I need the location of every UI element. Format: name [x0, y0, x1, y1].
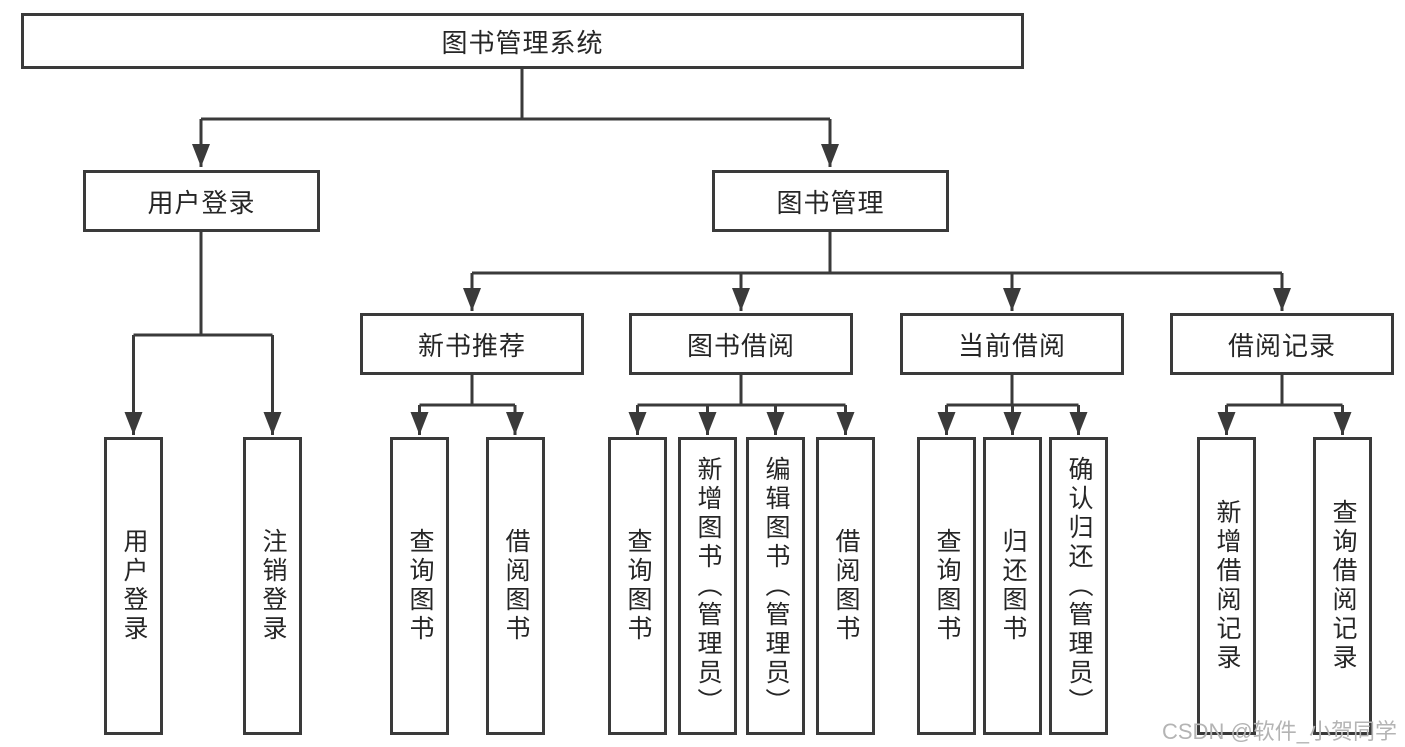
- leaf-recommend-borrow-books: 借阅图书: [486, 437, 545, 735]
- node-label: 图书管理: [776, 187, 885, 218]
- node-label: 用户登录: [147, 187, 256, 218]
- leaf-borrow-add-books-admin: 新增图书（管理员）: [678, 437, 737, 735]
- node-label: 新增图书（管理员）: [694, 455, 722, 717]
- connector-lines: [133, 69, 1343, 407]
- leaf-current-return-books: 归还图书: [983, 437, 1042, 735]
- node-label: 确认归还（管理员）: [1065, 455, 1093, 717]
- node-label: 新增借阅记录: [1213, 499, 1241, 673]
- node-book-borrow: 图书借阅: [629, 313, 853, 375]
- node-label: 编辑图书（管理员）: [762, 455, 790, 717]
- node-label: 借阅图书: [502, 528, 530, 644]
- leaf-borrow-query-books: 查询图书: [608, 437, 667, 735]
- node-label: 查询图书: [406, 528, 434, 644]
- node-label: 借阅记录: [1227, 330, 1336, 361]
- node-borrow-records: 借阅记录: [1170, 313, 1394, 375]
- leaf-user-login: 用户登录: [104, 437, 163, 735]
- csdn-watermark: CSDN @软件_小贺同学: [1162, 719, 1398, 744]
- node-label: 查询图书: [933, 528, 961, 644]
- node-library-system: 图书管理系统: [21, 13, 1024, 69]
- leaf-current-confirm-return-admin: 确认归还（管理员）: [1049, 437, 1108, 735]
- node-label: 归还图书: [999, 528, 1027, 644]
- node-label: 注销登录: [259, 528, 287, 644]
- leaf-borrow-edit-books-admin: 编辑图书（管理员）: [746, 437, 805, 735]
- node-current-borrow: 当前借阅: [900, 313, 1124, 375]
- leaf-borrow-borrow-books: 借阅图书: [816, 437, 875, 735]
- node-label: 借阅图书: [832, 528, 860, 644]
- node-book-management: 图书管理: [712, 170, 949, 232]
- node-label: 用户登录: [120, 528, 148, 644]
- node-label: 当前借阅: [957, 330, 1066, 361]
- leaf-recommend-query-books: 查询图书: [390, 437, 449, 735]
- leaf-current-query-books: 查询图书: [917, 437, 976, 735]
- node-user-login-group: 用户登录: [83, 170, 320, 232]
- leaf-records-query-record: 查询借阅记录: [1313, 437, 1372, 735]
- node-new-book-recommend: 新书推荐: [360, 313, 584, 375]
- leaf-logout: 注销登录: [243, 437, 302, 735]
- node-label: 图书借阅: [686, 330, 795, 361]
- node-label: 查询图书: [624, 528, 652, 644]
- node-label: 图书管理系统: [441, 27, 604, 58]
- node-label: 新书推荐: [417, 330, 526, 361]
- leaf-records-add-record: 新增借阅记录: [1197, 437, 1256, 735]
- node-label: 查询借阅记录: [1329, 499, 1357, 673]
